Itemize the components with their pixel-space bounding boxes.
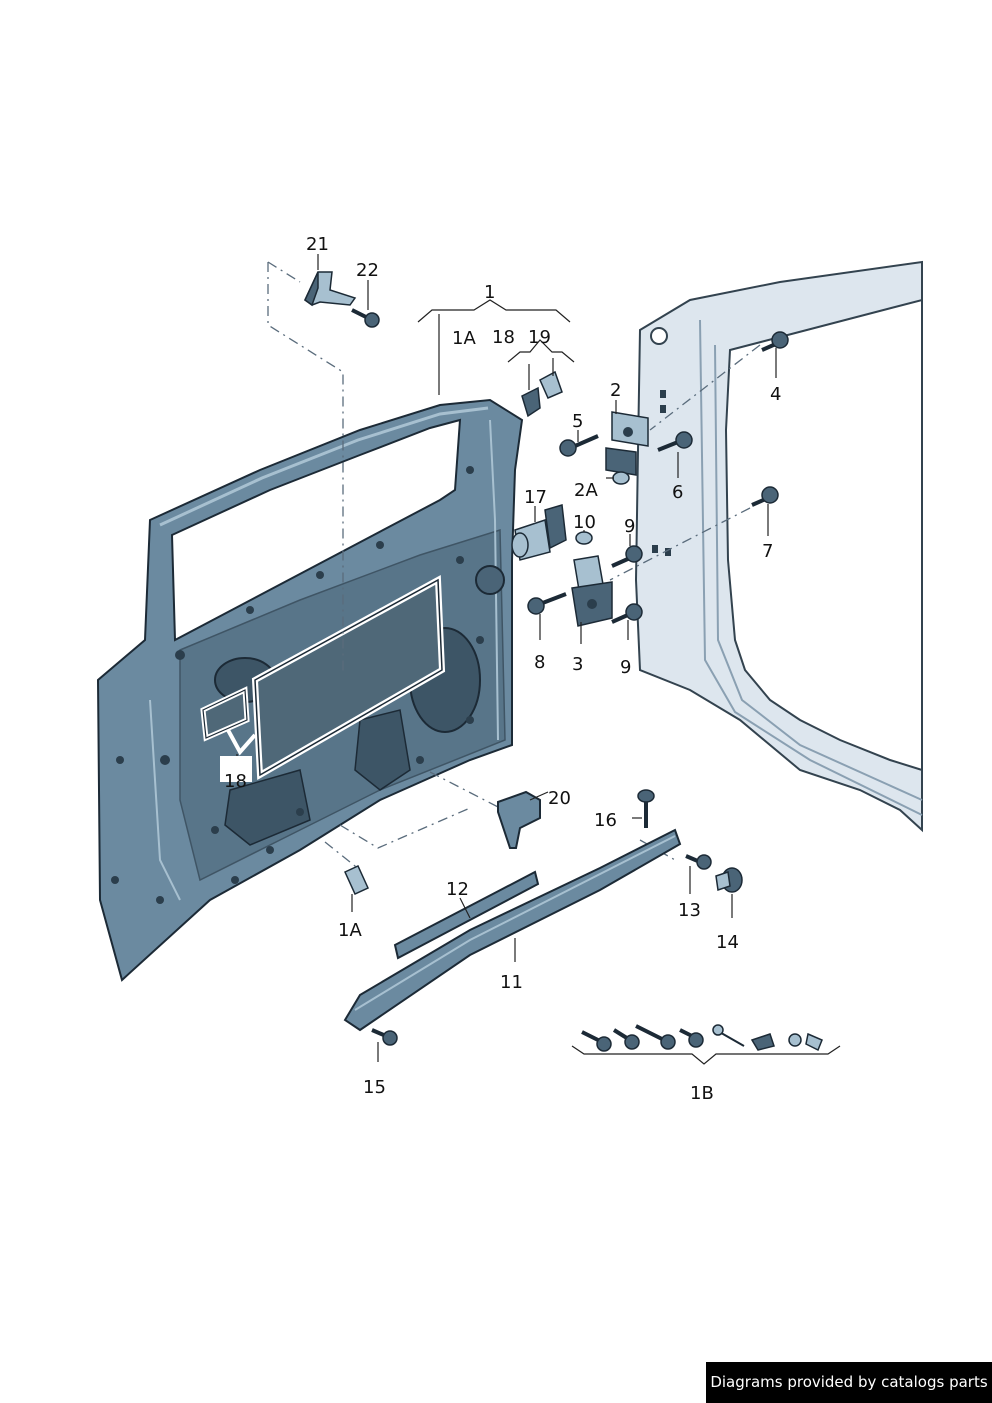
guide-lines (267, 261, 761, 871)
callout-5: 5 (572, 411, 583, 432)
callout-1A-bottom: 1A (338, 920, 362, 941)
callout-2: 2 (610, 380, 621, 401)
bolt-7 (751, 486, 779, 507)
callout-17: 17 (524, 487, 547, 508)
callout-10: 10 (573, 512, 596, 533)
watermark-banner: Diagrams provided by catalogs parts (706, 1362, 992, 1403)
bolt-5 (559, 434, 599, 457)
screw-13 (685, 854, 712, 870)
clip-14 (715, 867, 743, 893)
sealing-foil (200, 575, 446, 781)
callout-18-door: 18 (224, 771, 247, 792)
callout-12: 12 (446, 879, 469, 900)
hinge-2 (605, 411, 649, 476)
callout-15: 15 (363, 1077, 386, 1098)
callout-1: 1 (484, 282, 495, 303)
callout-11: 11 (500, 972, 523, 993)
callout-3: 3 (572, 654, 583, 675)
callout-1B: 1B (690, 1083, 714, 1104)
bolt-8 (527, 592, 567, 615)
callout-19: 19 (528, 327, 551, 348)
callout-20: 20 (548, 788, 571, 809)
fastener-set-1B (581, 1024, 823, 1052)
callout-9-top: 9 (624, 516, 635, 537)
seal-strip-12 (393, 870, 540, 960)
clip-19 (521, 370, 563, 418)
callout-16: 16 (594, 810, 617, 831)
sill-strip-11 (343, 828, 682, 1032)
callout-9-bottom: 9 (620, 657, 631, 678)
callout-14: 14 (716, 932, 739, 953)
hinge-3 (571, 555, 613, 627)
bolt-9-upper (611, 545, 643, 568)
nut-1A (344, 865, 369, 895)
callout-7: 7 (762, 541, 773, 562)
nut-2A (612, 471, 630, 485)
cap-10 (575, 531, 593, 545)
bolt-4 (761, 331, 789, 352)
callout-1A-top: 1A (452, 328, 476, 349)
plug-20 (497, 790, 541, 849)
bolt-6 (657, 431, 693, 452)
screw-22 (351, 308, 380, 328)
callout-4: 4 (770, 384, 781, 405)
bolt-9-lower (611, 603, 643, 624)
callout-21: 21 (306, 234, 329, 255)
buffer-17 (511, 504, 567, 561)
screw-15 (371, 1028, 398, 1046)
callout-2A: 2A (574, 480, 598, 501)
callout-22: 22 (356, 260, 379, 281)
callout-13: 13 (678, 900, 701, 921)
label-18-box (220, 756, 252, 782)
body-frame (634, 260, 923, 833)
callout-18-top: 18 (492, 327, 515, 348)
bolt-16 (637, 789, 655, 828)
callout-labels: 1 1A 18 19 21 22 2 5 4 2A 6 17 10 9 7 8 … (224, 234, 781, 1104)
callout-6: 6 (672, 482, 683, 503)
callout-8: 8 (534, 652, 545, 673)
leader-lines (236, 254, 841, 1065)
bracket-21 (304, 271, 357, 307)
